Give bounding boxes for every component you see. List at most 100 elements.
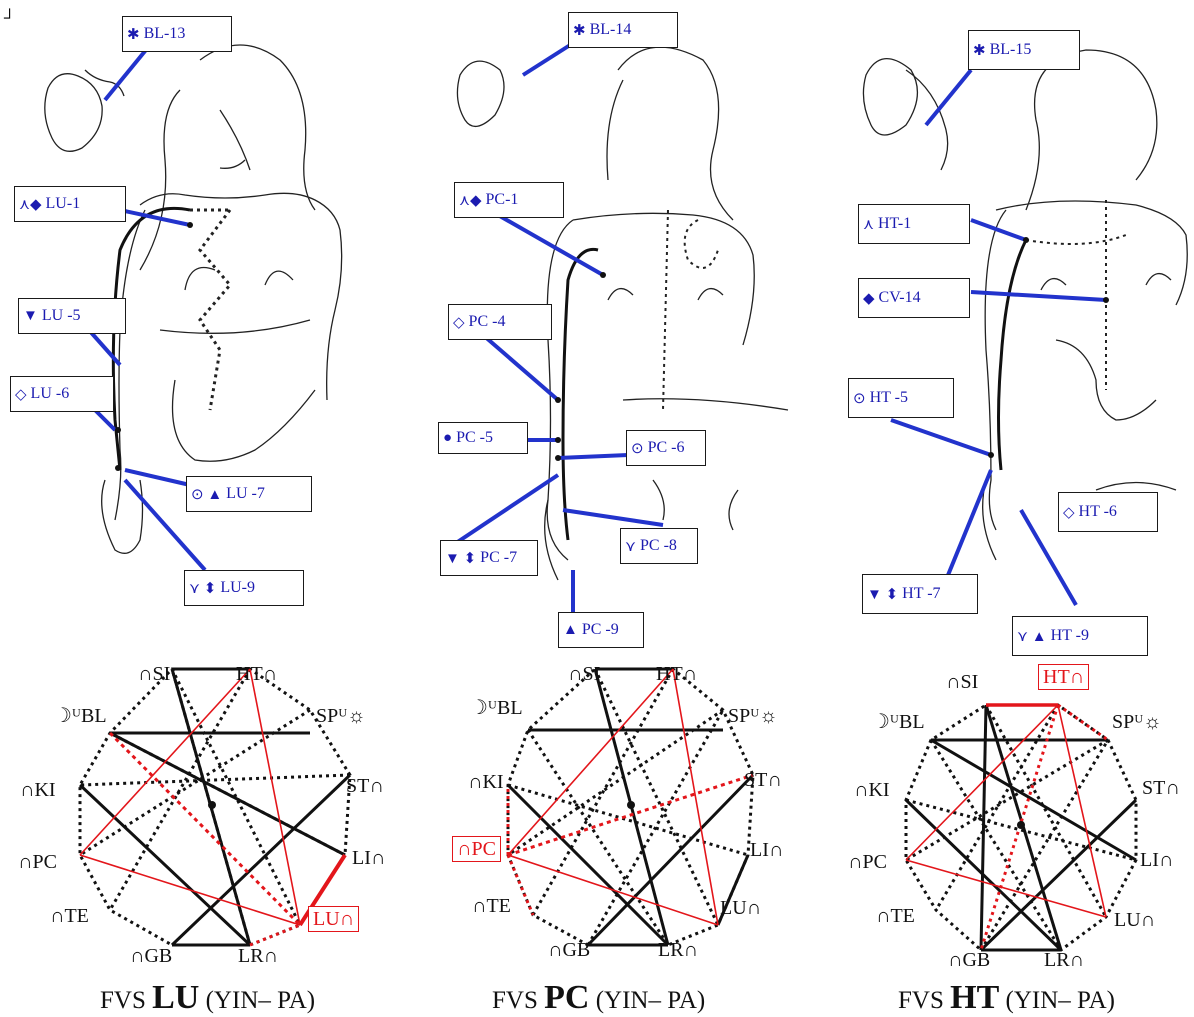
point-symbol-icon: ⋎ ⬍	[189, 580, 217, 597]
point-text: PC -5	[456, 429, 493, 446]
point-label-ht5: ⊙ HT -5	[848, 378, 954, 418]
point-label-bl15: ✱ BL-15	[968, 30, 1080, 70]
node-lr: LR∩	[238, 945, 278, 967]
caption-prefix: FVS	[898, 987, 951, 1014]
node-li: LI∩	[750, 839, 784, 861]
point-symbol-icon: ⊙ ▲	[191, 486, 223, 503]
node-pc: ∩PC	[848, 851, 887, 873]
point-symbol-icon: ▼ ⬍	[867, 586, 899, 603]
point-text: BL-13	[143, 25, 186, 42]
point-symbol-icon: ⋏◆	[459, 192, 482, 209]
node-lr: LR∩	[658, 939, 698, 961]
point-text: LU -6	[30, 385, 70, 402]
body-illustration-lu	[44, 43, 343, 572]
point-symbol-icon: ⋎ ▲	[1017, 628, 1047, 645]
point-label-pc5: ● PC -5	[438, 422, 528, 454]
point-text: PC -9	[581, 621, 619, 638]
point-symbol-icon: ▼ ⬍	[445, 550, 477, 567]
node-ht: HT∩	[656, 663, 698, 685]
node-gb: ∩GB	[548, 939, 591, 961]
node-lu: LU∩	[720, 897, 762, 919]
point-text: PC -7	[480, 549, 518, 566]
body-illustration-pc	[451, 38, 789, 615]
point-text: HT-1	[878, 215, 912, 232]
node-lr: LR∩	[1044, 949, 1084, 971]
caption-code: HT	[950, 979, 1000, 1016]
node-si: ∩SI	[568, 663, 601, 685]
point-text: BL-14	[589, 21, 632, 38]
meridian-wheel-pc	[506, 667, 755, 947]
point-text: LU -5	[41, 307, 81, 324]
meridian-wheel-ht	[904, 703, 1138, 952]
node-sp: SPᵁ☼	[728, 705, 778, 727]
node-te: ∩TE	[876, 905, 915, 927]
point-label-cv14: ◆ CV-14	[858, 278, 970, 318]
point-label-lu1: ⋏◆ LU-1	[14, 186, 126, 222]
point-label-pc8: ⋎ PC -8	[620, 528, 698, 564]
node-bl: ☽ᵁBL	[872, 711, 925, 733]
point-label-lu7: ⊙ ▲ LU -7	[186, 476, 312, 512]
node-gb: ∩GB	[130, 945, 173, 967]
panel-lu: ✱ BL-13 ⋏◆ LU-1 ▼ LU -5 ◇ LU -6 ⊙ ▲ LU -…	[0, 0, 398, 1017]
corner-mark: ┘	[4, 10, 16, 27]
node-lu: LU∩	[308, 906, 360, 932]
node-ki: ∩KI	[468, 771, 504, 793]
panel-pc: ✱ BL-14 ⋏◆ PC-1 ◇ PC -4 ● PC -5 ⊙ PC -6 …	[398, 0, 796, 1017]
point-symbol-icon: ▲	[563, 621, 578, 638]
node-si: ∩SI	[946, 671, 979, 693]
point-symbol-icon: ◇	[15, 386, 27, 403]
point-symbol-icon: ●	[443, 429, 453, 446]
point-text: PC-1	[485, 191, 519, 208]
node-gb: ∩GB	[948, 949, 991, 971]
node-ki: ∩KI	[20, 779, 56, 801]
point-text: PC -4	[468, 313, 506, 330]
point-label-lu6: ◇ LU -6	[10, 376, 114, 412]
point-text: LU-9	[220, 579, 255, 596]
caption-prefix: FVS	[492, 987, 545, 1014]
point-label-pc6: ⊙ PC -6	[626, 430, 706, 466]
node-st: ST∩	[346, 775, 384, 797]
node-si: ∩SI	[138, 663, 171, 685]
point-text: LU-1	[45, 195, 81, 212]
point-text: CV-14	[878, 289, 921, 306]
caption-prefix: FVS	[100, 987, 153, 1014]
point-label-bl14: ✱ BL-14	[568, 12, 678, 48]
point-label-pc1: ⋏◆ PC-1	[454, 182, 564, 218]
point-label-ht1: ⋏ HT-1	[858, 204, 970, 244]
node-st: ST∩	[1142, 777, 1180, 799]
panel-caption: FVS LU (YIN– PA)	[100, 979, 315, 1017]
node-te: ∩TE	[50, 905, 89, 927]
point-symbol-icon: ⊙	[631, 440, 644, 457]
node-ht: HT∩	[1038, 664, 1090, 690]
point-symbol-icon: ◆	[863, 290, 875, 307]
node-sp: SPᵁ☼	[316, 705, 366, 727]
point-text: HT -9	[1050, 627, 1089, 644]
point-label-ht7: ▼ ⬍ HT -7	[862, 574, 978, 614]
caption-suffix: (YIN– PA)	[589, 987, 706, 1014]
panel-caption: FVS HT (YIN– PA)	[898, 979, 1115, 1017]
point-symbol-icon: ◇	[1063, 504, 1075, 521]
node-li: LI∩	[352, 847, 386, 869]
asterisk-icon: ✱	[573, 22, 586, 39]
point-label-ht9: ⋎ ▲ HT -9	[1012, 616, 1148, 656]
node-st: ST∩	[744, 769, 782, 791]
meridian-wheel-lu	[78, 667, 352, 947]
node-pc: ∩PC	[452, 836, 501, 862]
point-text: LU -7	[226, 485, 265, 502]
point-symbol-icon: ⋎	[625, 538, 636, 555]
point-symbol-icon: ⊙	[853, 390, 866, 407]
point-label-pc9: ▲ PC -9	[558, 612, 644, 648]
point-label-lu5: ▼ LU -5	[18, 298, 126, 334]
point-symbol-icon: ◇	[453, 314, 465, 331]
caption-code: PC	[544, 979, 590, 1016]
body-illustration-ht	[862, 49, 1188, 607]
point-label-ht6: ◇ HT -6	[1058, 492, 1158, 532]
node-ht: HT∩	[236, 663, 278, 685]
point-text: HT -5	[869, 389, 908, 406]
point-symbol-icon: ▼	[23, 307, 38, 324]
node-ki: ∩KI	[854, 779, 890, 801]
caption-code: LU	[152, 979, 200, 1016]
node-sp: SPᵁ☼	[1112, 711, 1162, 733]
caption-suffix: (YIN– PA)	[199, 987, 316, 1014]
node-bl: ☽ᵁBL	[470, 697, 523, 719]
